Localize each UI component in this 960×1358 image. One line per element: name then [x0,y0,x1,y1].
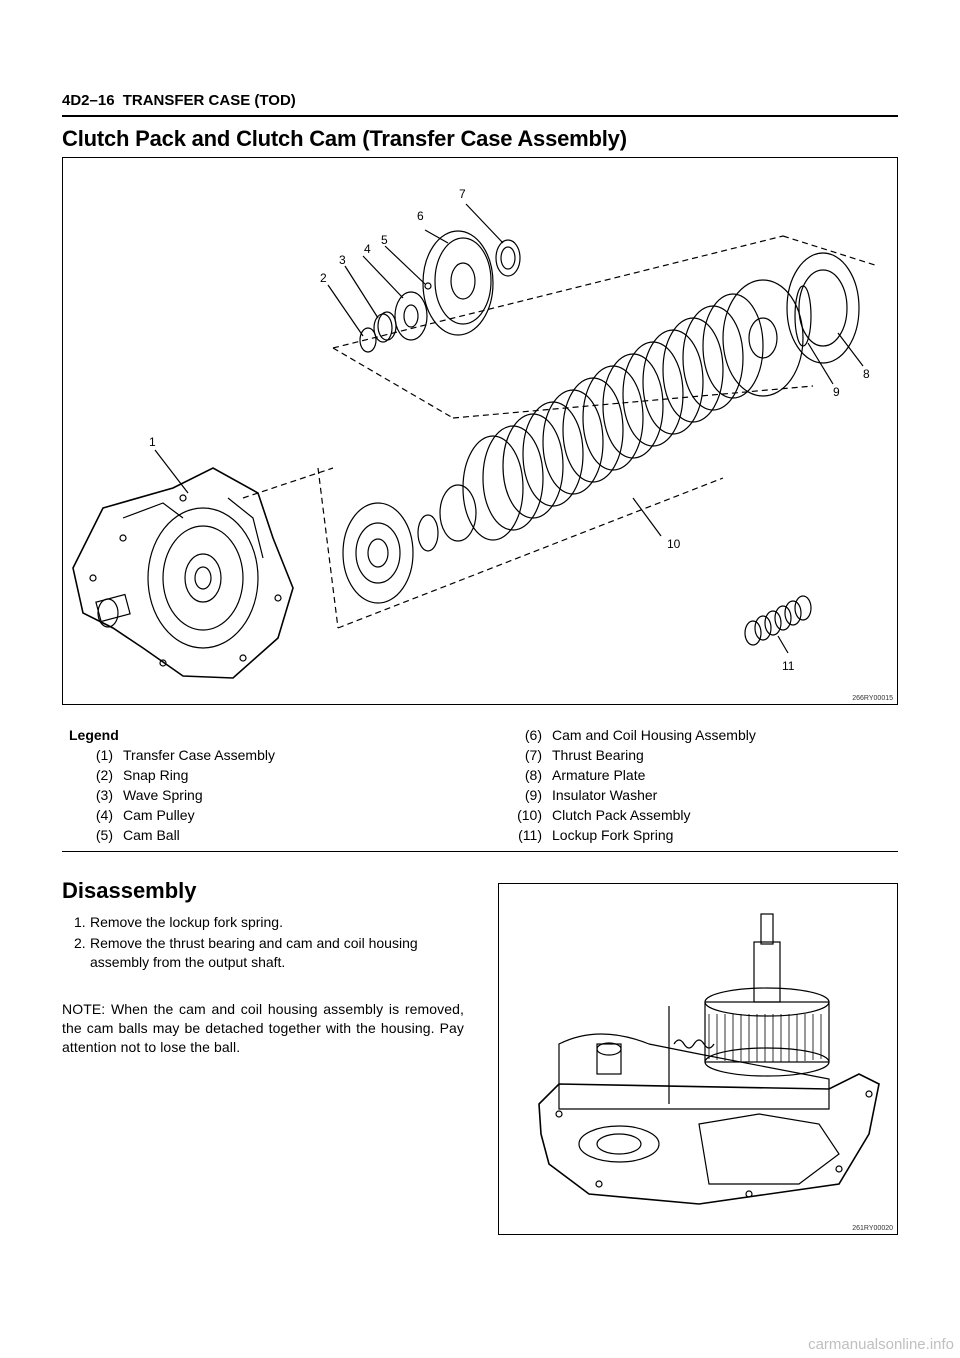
exploded-view-drawing: 1 2 3 4 5 6 7 8 9 10 11 [72,187,879,679]
legend-number: (6) [524,727,542,743]
step-text: Remove the lockup fork spring. [90,914,283,930]
photo-code: 261RY00020 [852,1225,893,1232]
legend-label: Cam Ball [123,827,180,843]
callout-2: 2 [320,271,327,285]
legend-number: (11) [518,827,542,843]
legend-item: (1) Transfer Case Assembly [69,745,275,765]
step-number: 2. [74,935,86,951]
legend-number: (2) [95,767,113,783]
drive-gear [342,502,414,604]
callout-1: 1 [149,435,156,449]
legend-item: (9) Insulator Washer [490,785,756,805]
snap-ring [359,327,377,353]
legend-label: Thrust Bearing [552,747,644,763]
legend-item: (5) Cam Ball [69,825,275,845]
legend-item: (10) Clutch Pack Assembly [490,805,756,825]
page-header: 4D2–16 TRANSFER CASE (TOD) [62,92,296,109]
legend-label: Cam Pulley [123,807,195,823]
callout-9: 9 [833,385,840,399]
cam-pulley [394,291,428,341]
disassembly-steps: 1. Remove the lockup fork spring. 2. Rem… [74,913,469,974]
legend-item: (6) Cam and Coil Housing Assembly [490,725,756,745]
section-code: 4D2–16 [62,92,115,109]
step-item: 2. Remove the thrust bearing and cam and… [74,934,469,972]
step-text: Remove the thrust bearing and cam and co… [90,935,418,970]
legend-number: (4) [95,807,113,823]
step-item: 1. Remove the lockup fork spring. [74,913,469,932]
callout-7: 7 [459,187,466,201]
figure-code: 266RY00015 [852,695,893,702]
legend-label: Armature Plate [552,767,646,783]
clutch-pack-plates [462,293,764,541]
thrust-bearing [495,239,521,277]
legend-item: (8) Armature Plate [490,765,756,785]
legend-number: (9) [524,787,542,803]
legend-item: (2) Snap Ring [69,765,275,785]
lockup-fork-spring [744,595,812,646]
legend-number: (1) [95,747,113,763]
transfer-case-housing [538,1073,880,1205]
legend-number: (3) [95,787,113,803]
callout-8: 8 [863,367,870,381]
section-name: TRANSFER CASE (TOD) [122,92,296,109]
disassembly-photo: 261RY00020 [498,883,898,1235]
exploded-view-figure: 1 2 3 4 5 6 7 8 9 10 11 266RY00015 [62,157,898,705]
washer [417,514,439,552]
transfer-case-photo-drawing [538,913,880,1205]
header-rule [62,115,898,117]
legend-left: Legend (1) Transfer Case Assembly (2) Snap… [69,725,275,845]
legend-label: Clutch Pack Assembly [552,807,691,823]
legend-label: Snap Ring [123,767,189,783]
hub [439,484,477,542]
transfer-case-assembly [72,467,294,679]
legend-item: (3) Wave Spring [69,785,275,805]
callout-6: 6 [417,209,424,223]
step-number: 1. [74,914,86,930]
callout-10: 10 [667,537,681,551]
legend-item: (4) Cam Pulley [69,805,275,825]
legend-item: (11) Lockup Fork Spring [490,825,756,845]
section-divider [62,851,898,852]
note-text: NOTE: When the cam and coil housing asse… [62,1001,464,1055]
disassembly-title: Disassembly [62,878,197,903]
cam-ball [424,282,432,290]
callout-3: 3 [339,253,346,267]
figure-callouts: 1 2 3 4 5 6 7 8 9 10 11 [149,187,870,673]
legend-label: Insulator Washer [552,787,658,803]
legend-label: Wave Spring [123,787,203,803]
legend-label: Transfer Case Assembly [123,747,275,763]
output-shaft [760,913,774,945]
legend-label: Cam and Coil Housing Assembly [552,727,756,743]
legend-number: (8) [524,767,542,783]
insulator-washer [794,285,812,347]
callout-11: 11 [782,659,795,673]
legend-title: Legend [69,727,119,743]
section-title: Clutch Pack and Clutch Cam (Transfer Cas… [62,126,627,151]
legend-number: (5) [95,827,113,843]
watermark: carmanualsonline.info [808,1336,954,1353]
cam-and-coil-housing [422,230,494,336]
legend-number: (10) [517,807,542,823]
callout-5: 5 [381,233,388,247]
legend-right: (6) Cam and Coil Housing Assembly (7) Thru… [490,725,756,845]
legend-number: (7) [524,747,542,763]
callout-4: 4 [364,242,371,256]
legend-label: Lockup Fork Spring [552,827,674,843]
armature-plate [786,252,860,364]
legend-item: (7) Thrust Bearing [490,745,756,765]
assembly-line [332,235,784,349]
clutch-drum [722,279,804,397]
